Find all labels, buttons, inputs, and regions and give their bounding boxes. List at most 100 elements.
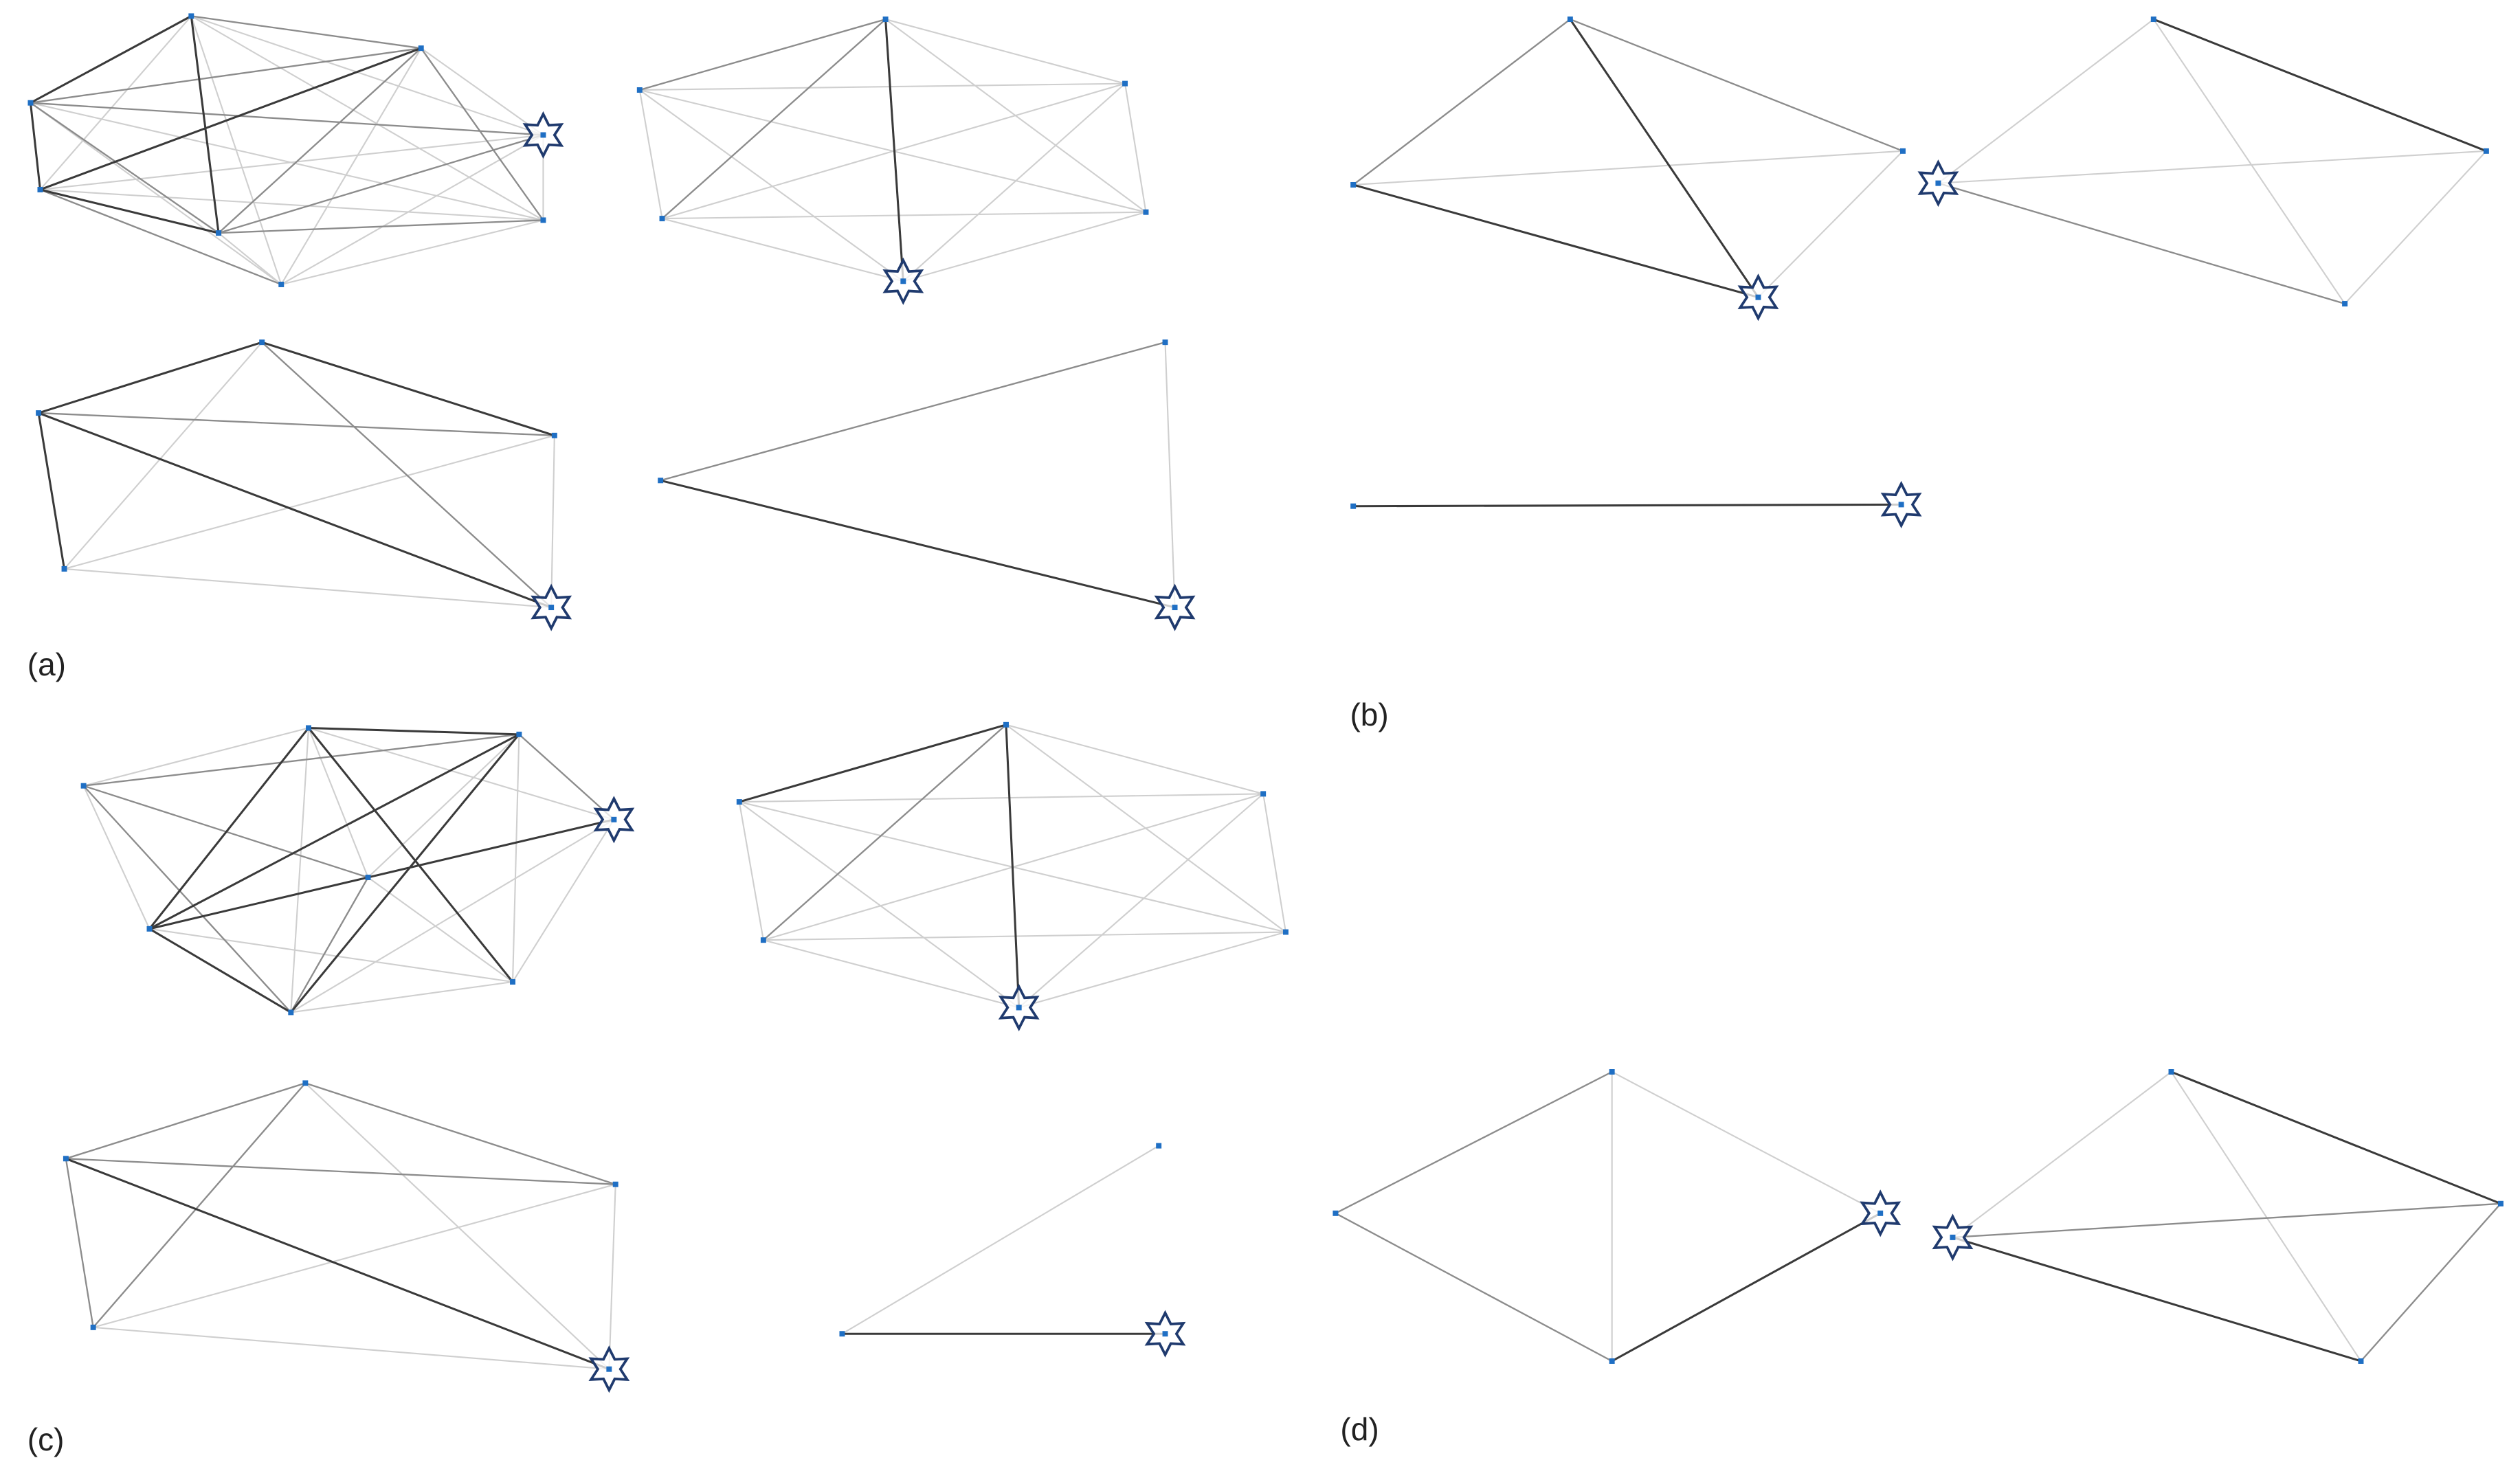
panel-a [27,13,1196,631]
edge [29,102,41,190]
edge [1937,19,2154,184]
graph-node [302,1080,309,1086]
edge [30,102,219,234]
edge [1335,1070,1613,1214]
edge [763,931,1286,941]
panel-label-a: (a) [27,647,66,683]
edge [367,734,520,878]
edge [308,726,520,736]
edge [290,733,520,1013]
edge [65,1158,94,1328]
edge [218,134,544,234]
graph-node [63,1156,69,1162]
graph-node [2483,148,2489,154]
edge [30,47,421,104]
edge [1353,150,1904,186]
graph-a-4 [658,339,1196,631]
edge [1335,1212,1613,1363]
graph-node [90,1324,96,1330]
edge [2170,1070,2501,1205]
edge [39,15,192,190]
edge [290,877,369,1013]
edge [280,47,422,285]
graph-node [1003,721,1009,728]
edge [903,211,1146,282]
star-node [1016,1005,1022,1011]
edge [308,728,369,878]
edge [30,102,544,221]
star-node [606,1366,612,1372]
edge [93,1326,610,1370]
edge [219,219,544,234]
star-node [1877,1210,1884,1216]
graph-node [510,979,516,985]
graph-node [516,731,522,737]
edge [307,727,514,983]
graph-node [612,1181,618,1187]
edge [65,1157,610,1371]
edge [304,1082,616,1185]
edge [1352,183,1759,299]
panel-label-b: (b) [1350,696,1389,732]
edge [37,412,66,570]
edge [93,1183,616,1328]
panel-c [63,721,1289,1393]
edge [763,939,1019,1009]
edge [308,727,614,820]
edge [291,980,513,1013]
graph-node [146,926,153,932]
edge [1952,1202,2501,1239]
edge [218,47,422,234]
graph-node [37,187,43,192]
edge [148,733,520,930]
edge [191,15,421,49]
graph-d-1 [1333,1069,1902,1364]
graph-node [36,410,42,416]
edge [30,102,544,136]
graph-node [1143,209,1149,215]
edge [1570,18,1904,152]
edge [149,818,614,930]
edge [638,89,663,219]
edge [511,734,520,983]
edge [281,219,544,285]
graph-node [1162,339,1168,346]
graph-node [418,45,424,52]
graph-node [1350,181,1357,188]
edge [2344,150,2487,304]
edge [40,188,219,234]
star-node [1935,180,1941,186]
edge [38,341,263,414]
edge [1018,793,1264,1009]
graph-node [2342,301,2348,307]
edge [1611,1212,1881,1363]
edge [639,82,1126,91]
edge [40,188,544,221]
graph-node [882,16,889,23]
edge [518,733,615,820]
graph-b-2 [1917,16,2489,307]
graph-node [216,230,222,236]
edge [1938,182,2345,305]
graph-node [1282,929,1289,935]
edge [64,568,552,609]
graph-a-1 [27,13,564,287]
edge [190,16,220,234]
edge [2153,18,2487,153]
edge [550,435,555,608]
graph-node [2168,1069,2174,1075]
panel-b [1350,16,2489,528]
graph-node [1609,1069,1615,1075]
edge [83,727,309,787]
edge [261,341,555,437]
graph-node [1122,80,1128,87]
graph-node [365,875,371,880]
edge [902,82,1126,282]
edge [38,412,552,609]
edge [290,728,310,1013]
panel-label-d: (d) [1340,1411,1379,1448]
edge [149,928,513,983]
edge [1938,150,2486,184]
graph-node [839,1331,845,1337]
graph-node [2358,1358,2364,1364]
